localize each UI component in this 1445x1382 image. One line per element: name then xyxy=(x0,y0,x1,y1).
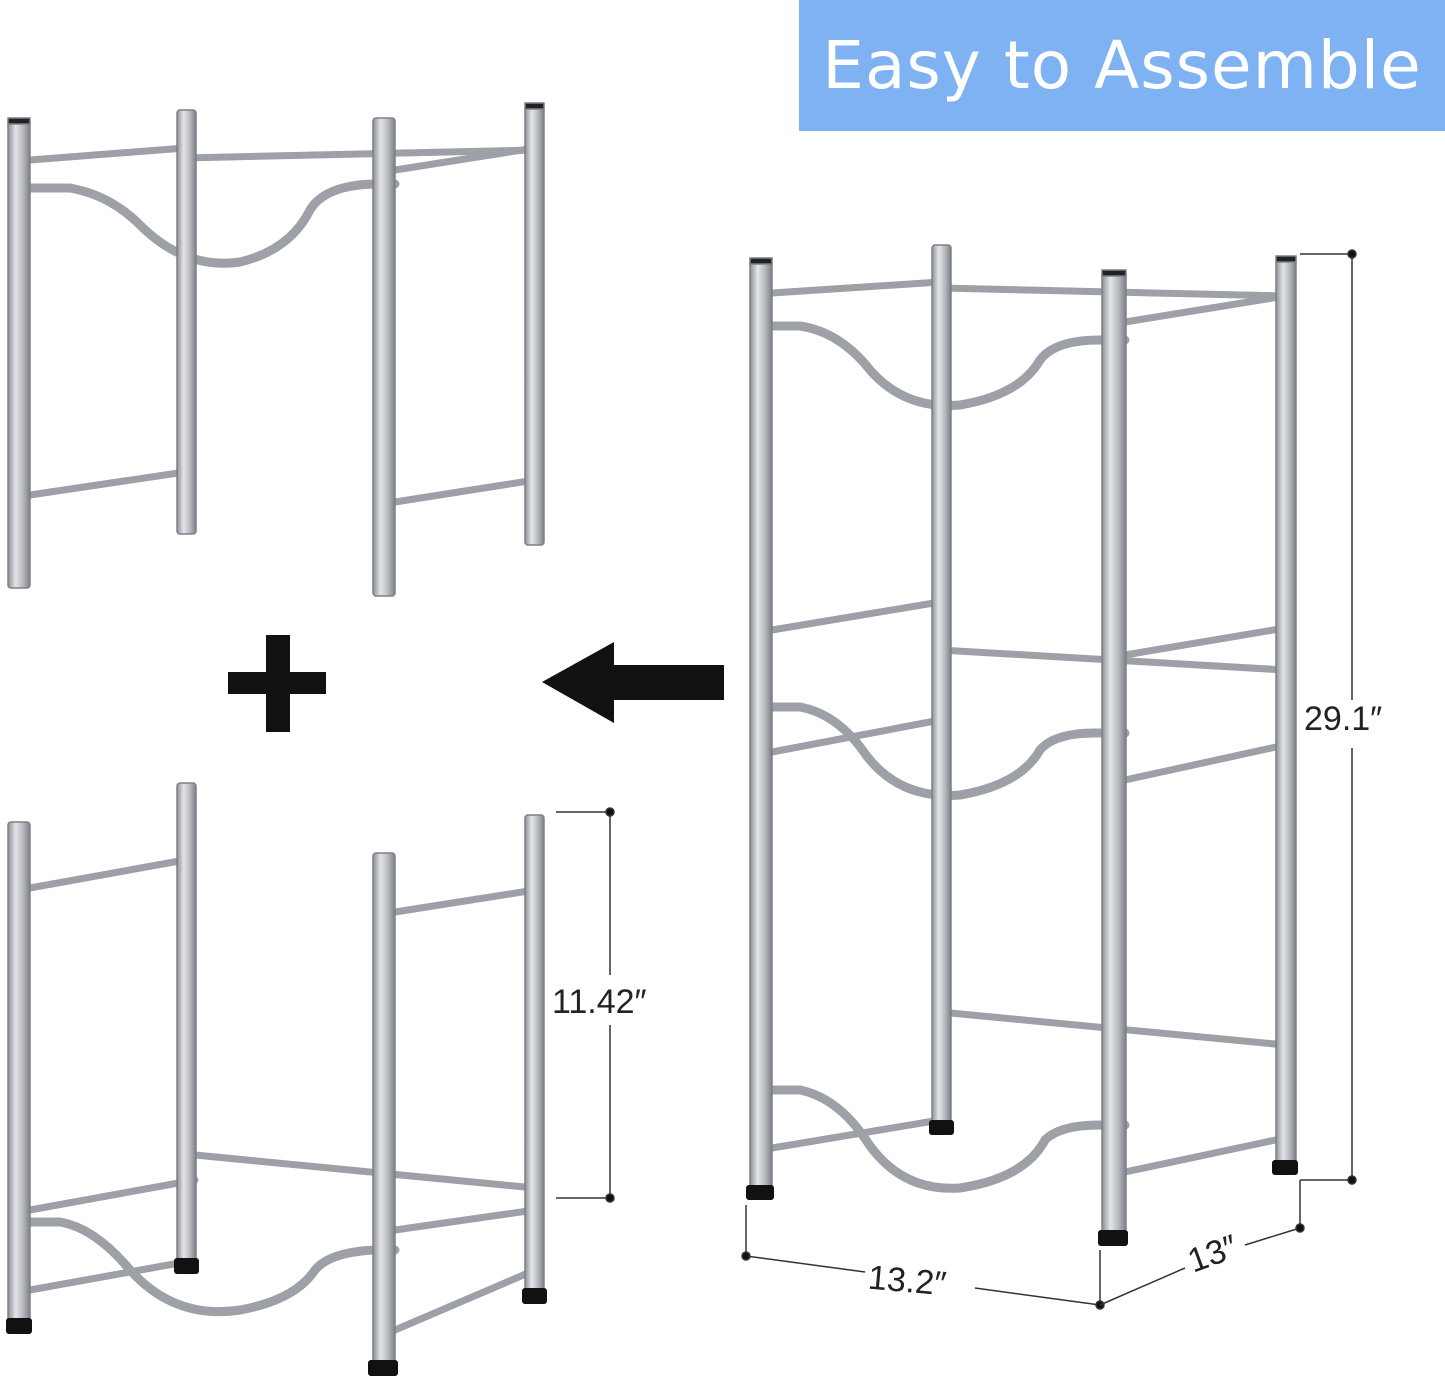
banner-title: Easy to Assemble xyxy=(822,27,1422,104)
assembled-feet xyxy=(746,1120,1298,1246)
lower-section xyxy=(25,856,539,1334)
assembled-poles xyxy=(749,244,1297,1233)
upper-section xyxy=(25,144,539,506)
dimension-lines xyxy=(556,249,1357,1310)
arrow-left-icon xyxy=(542,642,724,723)
lower-height-label: 11.42″ xyxy=(552,983,647,1021)
width-label: 13.2″ xyxy=(866,1258,948,1304)
total-height-label: 29.1″ xyxy=(1304,700,1383,738)
title-banner: Easy to Assemble xyxy=(799,0,1445,131)
upper-poles xyxy=(7,102,545,597)
plus-icon xyxy=(228,635,326,732)
lower-feet xyxy=(6,1258,547,1376)
assembled-rack xyxy=(767,278,1289,1193)
